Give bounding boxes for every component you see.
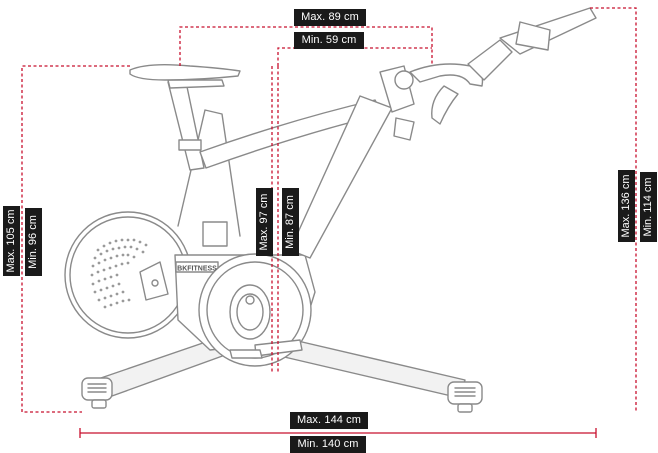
rear-foot [81,377,113,409]
seat-clamp [202,221,228,247]
length-lines [79,428,597,438]
total-height-line [590,7,637,412]
label-total-height-max: Max. 136 cm [618,170,635,242]
label-length-min: Min. 140 cm [290,436,366,453]
front-foot [447,381,483,413]
saddle [129,63,241,81]
label-setback-max: Max. 89 cm [294,9,366,26]
label-seat-height-max: Max. 105 cm [3,206,20,276]
brand-plate-frame [175,261,219,273]
flywheel-vents [90,238,148,309]
label-post-height-max: Max. 97 cm [256,188,273,256]
seat-post [167,81,205,171]
crank-cover [198,253,312,367]
label-total-height-min: Min. 114 cm [640,172,657,242]
label-setback-min: Min. 59 cm [294,32,364,49]
label-seat-height-min: Min. 96 cm [25,208,42,276]
dimension-lines [21,7,637,413]
handlebar-drop [431,85,459,125]
flywheel [64,211,192,339]
seat-rail [167,79,225,89]
adjust-knob [393,117,415,141]
head-tube [289,95,393,259]
brand-plate: BKFITNESS [177,266,217,273]
setback-max-line [179,26,433,66]
seat-height-max-line [21,65,130,413]
handlebar-extension [467,39,513,81]
setback-min-line [277,47,432,66]
pedal-left [229,349,263,359]
front-leg [279,337,466,399]
label-length-max: Max. 144 cm [290,412,368,429]
label-post-height-min: Min. 87 cm [282,188,299,256]
